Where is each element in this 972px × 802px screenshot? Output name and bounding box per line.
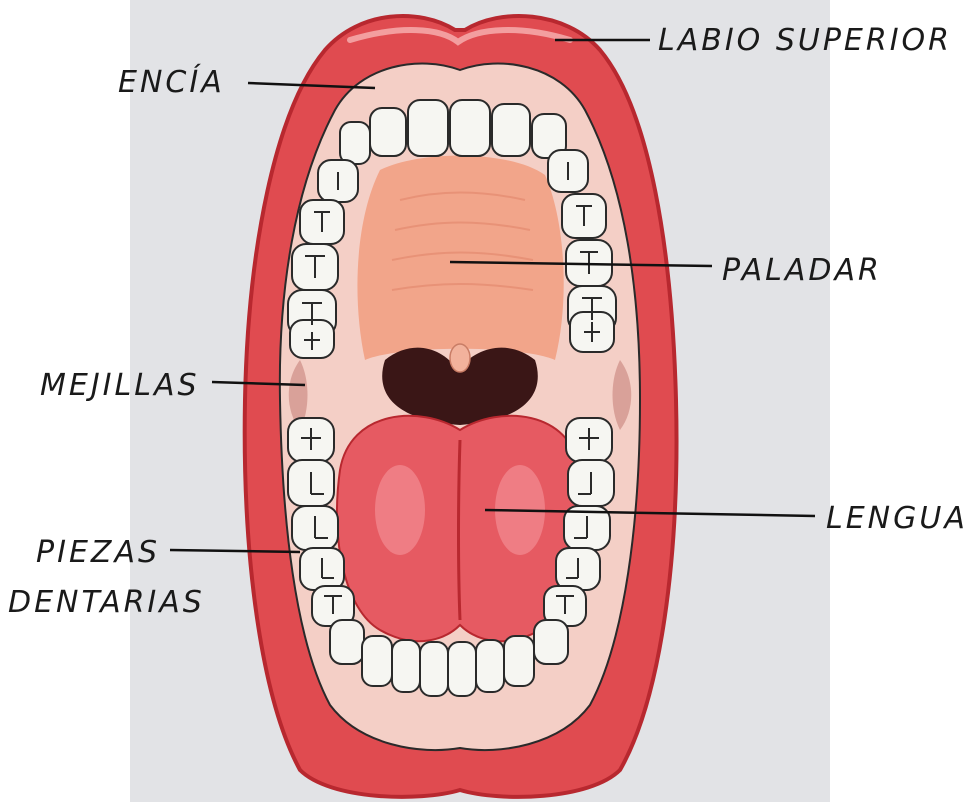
label-piezas: PIEZAS xyxy=(36,535,160,570)
label-dentarias: DENTARIAS xyxy=(8,585,205,620)
label-paladar: PALADAR xyxy=(722,253,882,288)
uvula xyxy=(450,344,470,372)
label-encia: ENCÍA xyxy=(118,64,225,100)
label-lengua: LENGUA xyxy=(826,501,968,536)
palate xyxy=(357,156,563,360)
label-mejillas: MEJILLAS xyxy=(40,368,200,403)
tongue-center-groove xyxy=(459,440,461,620)
label-labio-superior: LABIO SUPERIOR xyxy=(658,23,952,58)
tongue-highlight-left xyxy=(375,465,425,555)
